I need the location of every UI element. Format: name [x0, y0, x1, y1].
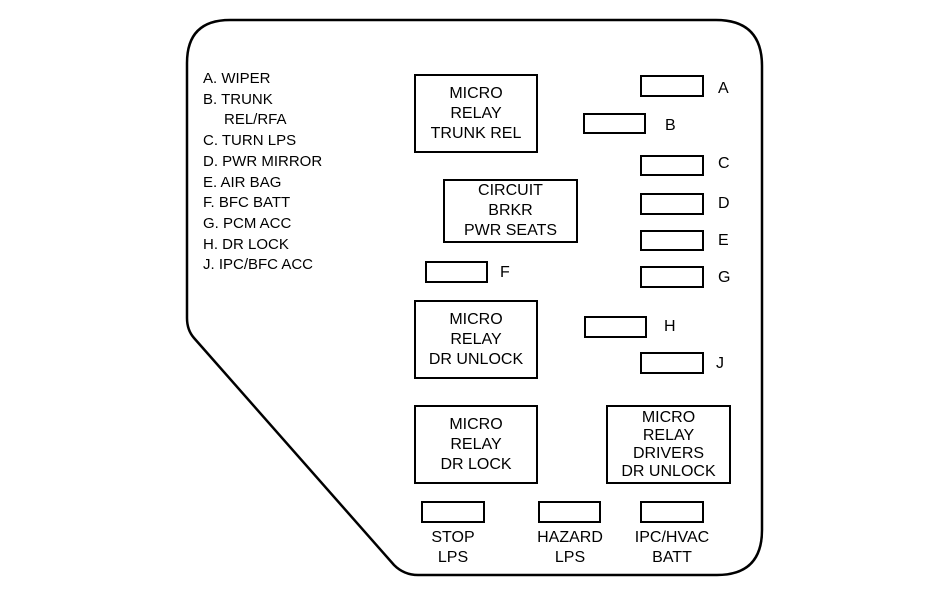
fuse-label-a: A	[718, 80, 729, 97]
circuit-breaker-pwr-seats: CIRCUIT BRKR PWR SEATS	[443, 179, 578, 243]
fuse-label-d: D	[718, 195, 730, 212]
fuse-e	[640, 230, 704, 251]
relay-drivers-dr-unlock: MICRO RELAY DRIVERS DR UNLOCK	[606, 405, 731, 484]
fuse-j	[640, 352, 704, 374]
fuse-ipc-hvac-batt-label-line-1: IPC/HVAC	[634, 529, 710, 546]
fuse-d	[640, 193, 704, 215]
relay-dr-unlock-line-1: MICRO	[449, 310, 503, 328]
legend-entry: F. BFC BATT	[203, 194, 291, 212]
fuse-f	[425, 261, 488, 283]
legend-entry: B. TRUNK	[203, 90, 273, 108]
legend-entry: D. PWR MIRROR	[203, 152, 323, 170]
relay-dr-unlock: MICRO RELAY DR UNLOCK	[414, 300, 538, 379]
fuse-ipc-hvac-batt-label-line-2: BATT	[652, 549, 692, 566]
circuit-breaker-line-1: CIRCUIT	[478, 182, 543, 199]
relay-trunk-rel-line-2: RELAY	[450, 104, 502, 122]
fuse-label-h: H	[664, 318, 676, 335]
fuse-stop-lps	[421, 501, 485, 523]
relay-dr-unlock-line-3: DR UNLOCK	[428, 350, 524, 368]
fuse-stop-lps-label: STOP LPS	[413, 528, 493, 568]
relay-dr-lock-line-2: RELAY	[450, 435, 502, 453]
fuse-ipc-hvac-batt	[640, 501, 704, 523]
relay-dr-lock-line-1: MICRO	[449, 415, 503, 433]
fuse-c	[640, 155, 704, 176]
fuse-label-f: F	[500, 264, 510, 281]
relay-trunk-rel-line-1: MICRO	[449, 84, 503, 102]
relay-dr-lock-line-3: DR LOCK	[440, 455, 512, 473]
fuse-g	[640, 266, 704, 288]
legend-entry: A. WIPER	[203, 70, 271, 87]
relay-dr-unlock-line-2: RELAY	[450, 330, 502, 348]
fuse-legend: A. WIPER B. TRUNK REL/RFA C. TURN LPS D. PWR…	[203, 69, 322, 276]
legend-entry: E. AIR BAG	[203, 173, 282, 191]
fuse-h	[584, 316, 647, 338]
fuse-b	[583, 113, 646, 134]
relay-trunk-rel: MICRO RELAY TRUNK REL	[414, 74, 538, 153]
fuse-ipc-hvac-batt-label: IPC/HVAC BATT	[622, 528, 722, 568]
fuse-label-g: G	[718, 269, 731, 286]
fuse-stop-lps-label-line-1: STOP	[431, 529, 475, 546]
relay-dr-lock: MICRO RELAY DR LOCK	[414, 405, 538, 484]
relay-drivers-dr-unlock-line-3: DRIVERS	[632, 444, 705, 462]
fuse-label-e: E	[718, 232, 729, 249]
legend-entry: G. PCM ACC	[203, 214, 292, 232]
legend-entry: H. DR LOCK	[203, 235, 289, 253]
fuse-hazard-lps-label: HAZARD LPS	[525, 528, 615, 568]
circuit-breaker-line-2: BRKR	[488, 202, 533, 219]
relay-trunk-rel-line-3: TRUNK REL	[430, 124, 522, 142]
fuse-a	[640, 75, 704, 97]
relay-drivers-dr-unlock-line-1: MICRO	[641, 408, 696, 426]
circuit-breaker-line-3: PWR SEATS	[463, 222, 558, 239]
fuse-hazard-lps	[538, 501, 601, 523]
fuse-hazard-lps-label-line-2: LPS	[554, 549, 586, 566]
fuse-label-j: J	[716, 355, 724, 372]
legend-entry: J. IPC/BFC ACC	[203, 256, 314, 274]
fuse-label-c: C	[718, 155, 730, 172]
legend-entry: REL/RFA	[224, 111, 287, 129]
fuse-hazard-lps-label-line-1: HAZARD	[537, 529, 603, 546]
relay-drivers-dr-unlock-line-4: DR UNLOCK	[621, 462, 716, 480]
legend-entry: C. TURN LPS	[203, 132, 297, 150]
relay-drivers-dr-unlock-line-2: RELAY	[642, 426, 695, 444]
fuse-label-b: B	[665, 117, 676, 134]
fuse-stop-lps-label-line-2: LPS	[437, 549, 469, 566]
